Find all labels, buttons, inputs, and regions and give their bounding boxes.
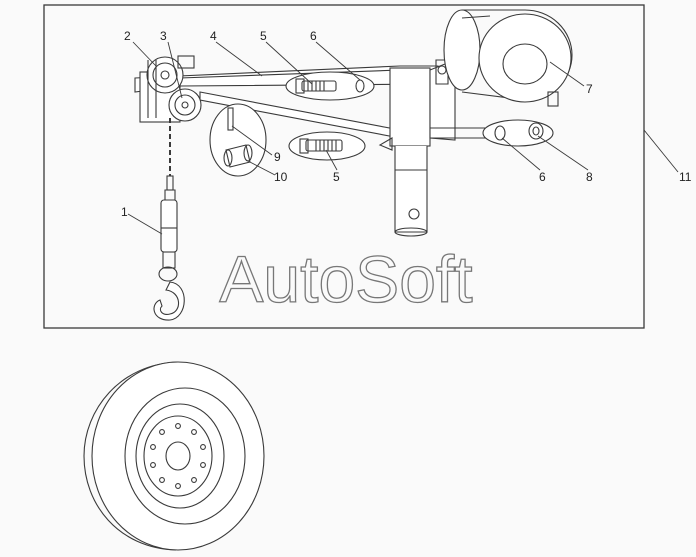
callout-2: 2: [124, 29, 131, 43]
callout-labels: 1 2 3 4 5 5 6 6 7 8 9 10 11: [121, 29, 692, 219]
callout-7: 7: [586, 82, 593, 96]
pulley-head: [139, 55, 202, 123]
boom-assembly: [134, 59, 491, 237]
diagram-frame: [43, 4, 645, 329]
callout-10: 10: [274, 170, 288, 184]
callout-6b: 6: [539, 170, 546, 184]
callout-11: 11: [679, 170, 692, 184]
winch-drum: [443, 9, 573, 107]
leader-lines: [127, 41, 679, 235]
detail-bubbles: [209, 71, 554, 177]
wheel-drawing: [83, 361, 265, 551]
hook-assembly: [153, 118, 185, 321]
callout-4: 4: [210, 29, 217, 43]
callout-1: 1: [121, 205, 128, 219]
callout-8: 8: [586, 170, 593, 184]
callout-5b: 5: [333, 170, 340, 184]
wheel-bolt-holes: [150, 423, 206, 489]
callout-9: 9: [274, 150, 281, 164]
watermark: AutoSoft: [219, 242, 472, 316]
callout-3: 3: [160, 29, 167, 43]
callout-5a: 5: [260, 29, 267, 43]
callout-6a: 6: [310, 29, 317, 43]
